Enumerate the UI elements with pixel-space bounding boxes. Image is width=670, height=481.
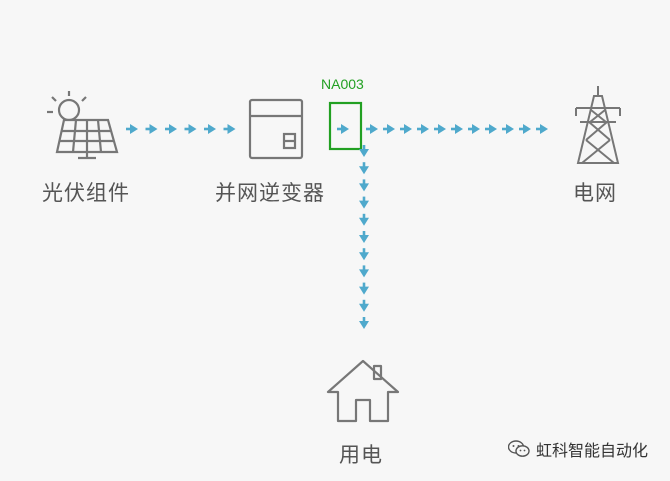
flow-arrow-junction-load [359,248,369,261]
flow-arrow-meter-grid [519,124,531,134]
load-label: 用电 [339,443,383,467]
flow-arrow-meter-grid [366,124,378,134]
flow-arrow-solar-inverter [165,124,177,134]
flow-arrow-meter-grid [400,124,412,134]
house-icon [326,359,400,423]
flow-arrow-junction-load [359,265,369,278]
flow-arrow-solar-inverter [184,124,197,134]
solar-panel-sun-icon [47,91,119,160]
flow-arrow-meter-grid [434,124,446,134]
flow-arrow-inverter-meter [337,124,349,134]
flow-arrow-meter-grid [485,124,497,134]
flow-arrow-junction-load [359,282,369,295]
flow-arrow-meter-grid [383,124,395,134]
wechat-icon [507,440,530,457]
watermark: 虹科智能自动化 [507,437,648,461]
grid-label: 电网 [573,181,617,205]
flow-arrow-solar-inverter [145,124,158,134]
flow-arrow-junction-load [359,179,369,192]
flow-arrow-junction-load [359,196,369,209]
flow-arrow-solar-inverter [223,124,236,134]
flow-arrows [126,124,548,329]
flow-arrow-meter-grid [502,124,514,134]
watermark-text: 虹科智能自动化 [535,441,648,460]
meter-box [328,101,363,151]
inverter-label: 并网逆变器 [215,181,325,205]
power-tower-icon [575,86,621,164]
meter-label: NA003 [321,76,364,92]
flow-arrow-junction-load [359,213,369,226]
inverter-icon [248,98,304,160]
flow-arrow-solar-inverter [126,124,138,134]
flow-arrow-solar-inverter [204,124,216,134]
flow-arrow-meter-grid [468,124,480,134]
flow-arrow-meter-grid [417,124,429,134]
flow-arrow-junction-load [359,299,369,312]
flow-arrow-junction-load [359,231,369,243]
flow-arrow-junction-load [359,317,369,329]
flow-arrow-junction-load [359,145,369,157]
flow-arrow-meter-grid [536,124,548,134]
flow-arrow-meter-grid [451,124,463,134]
flow-arrow-junction-load [359,162,369,175]
solar-label: 光伏组件 [42,181,130,205]
